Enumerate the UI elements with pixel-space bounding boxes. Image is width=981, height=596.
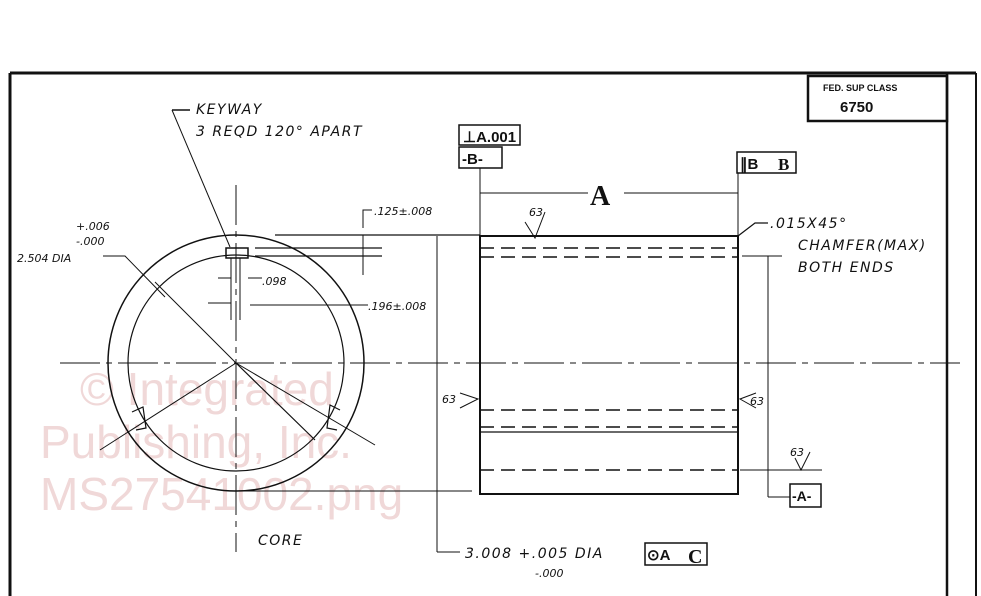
keyway-slot bbox=[225, 247, 249, 259]
keyway-qty-note: 3 REQD 120° APART bbox=[196, 124, 363, 140]
title-block: FED. SUP CLASS 6750 bbox=[806, 74, 949, 123]
finish-mark-left: 63 bbox=[442, 393, 456, 406]
chamfer-note: CHAMFER(MAX) bbox=[798, 238, 927, 254]
finish-mark-top: 63 bbox=[529, 206, 543, 219]
keyway-depth-dim: .125±.008 bbox=[374, 205, 432, 218]
fed-sup-class-value: 6750 bbox=[840, 99, 873, 116]
concentricity-frame: ⊙A bbox=[647, 547, 671, 564]
drawing-border bbox=[8, 71, 977, 596]
datum-b: -B- bbox=[462, 151, 483, 168]
side-view: ⊥A.001 -B- ∥B B A 63 .015X45° CHAMFER(MA… bbox=[436, 124, 927, 580]
watermark: © Integrated Publishing, Inc. MS27541002… bbox=[40, 363, 403, 520]
od-dim: 3.008 +.005 DIA bbox=[465, 546, 604, 562]
keyway-note: KEYWAY bbox=[196, 102, 263, 118]
perpendicularity-frame: ⊥A.001 bbox=[463, 129, 516, 146]
length-dim-a: A bbox=[590, 181, 611, 212]
finish-mark-right: 63 bbox=[750, 395, 764, 408]
watermark-line-3: MS27541002.png bbox=[40, 468, 403, 520]
watermark-line-1: © Integrated bbox=[80, 363, 334, 415]
watermark-line-2: Publishing, Inc. bbox=[40, 416, 352, 468]
datum-a: -A- bbox=[792, 488, 812, 504]
keyway-width-dim: .098 bbox=[262, 275, 287, 288]
fed-sup-class-label: FED. SUP CLASS bbox=[823, 83, 897, 93]
chamfer-dim: .015X45° bbox=[770, 216, 848, 232]
concentricity-datum: C bbox=[688, 546, 702, 568]
keyway-offset-dim: .196±.008 bbox=[368, 300, 426, 313]
dia-tol-plus: +.006 bbox=[76, 220, 110, 233]
end-view: KEYWAY 3 REQD 120° APART +.006 -.000 2.5… bbox=[17, 102, 960, 552]
parallelism-frame: ∥B bbox=[740, 156, 759, 173]
finish-mark-bore: 63 bbox=[790, 446, 804, 459]
chamfer-note-ends: BOTH ENDS bbox=[798, 260, 895, 276]
dia-tol-minus: -.000 bbox=[76, 235, 104, 248]
dia-label: 2.504 DIA bbox=[17, 252, 71, 265]
parallelism-datum: B bbox=[778, 155, 789, 174]
od-tol-minus: -.000 bbox=[535, 567, 563, 580]
core-caption: CORE bbox=[258, 533, 303, 549]
